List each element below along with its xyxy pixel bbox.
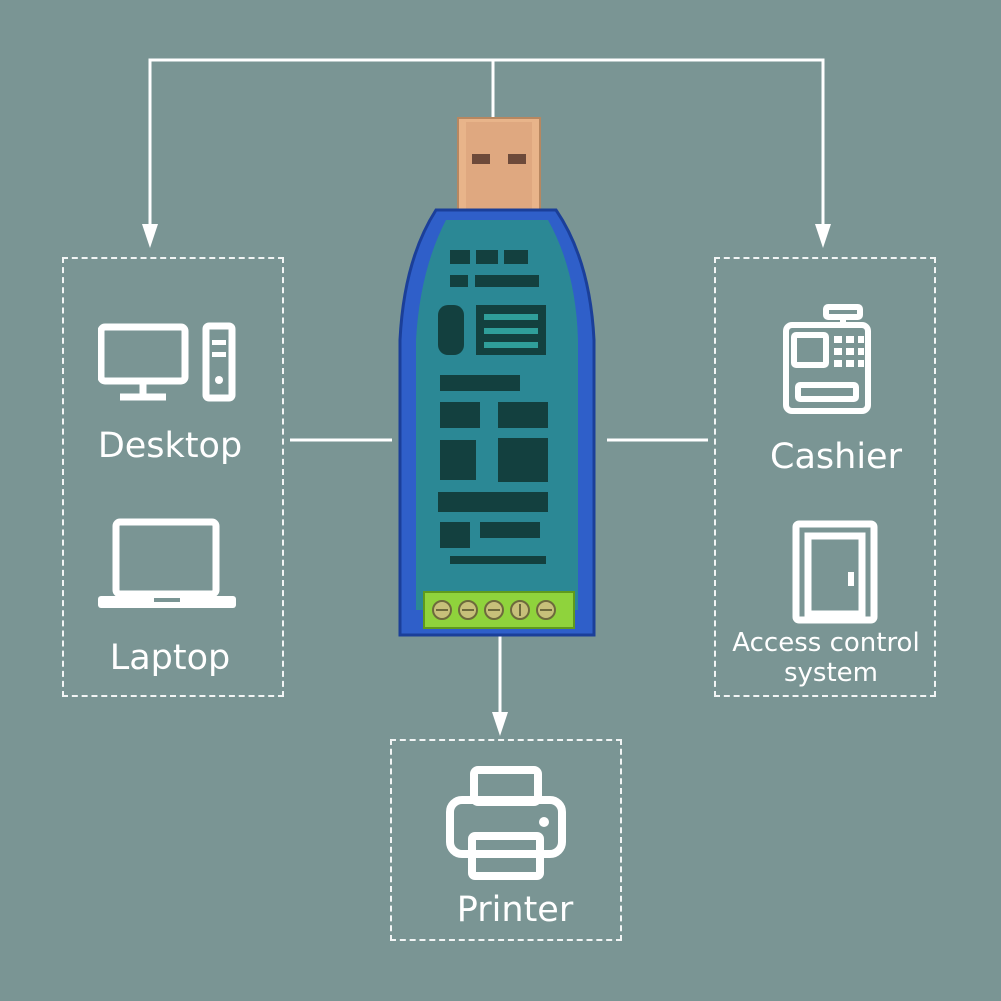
access-control-label-line1: Access control [732,628,920,658]
arrow-head-left [142,224,158,248]
left-device-group [62,257,284,697]
top-right-connector-line [493,58,825,238]
arrow-head-right [815,224,831,248]
right-device-group [714,257,936,697]
laptop-label: Laptop [109,638,231,678]
usb-converter-device [398,117,596,637]
laptop-icon [98,518,236,608]
arrow-head-bottom [492,712,508,736]
bottom-device-group [390,739,622,941]
desktop-label: Desktop [97,426,243,466]
printer-icon [446,766,566,880]
cashier-label: Cashier [770,437,902,477]
door-icon [792,520,878,624]
printer-label: Printer [456,890,574,930]
top-connector-line [148,58,495,238]
access-control-label-line2: system [784,658,878,688]
cash-register-icon [783,304,871,414]
desktop-computer-icon [98,322,236,402]
